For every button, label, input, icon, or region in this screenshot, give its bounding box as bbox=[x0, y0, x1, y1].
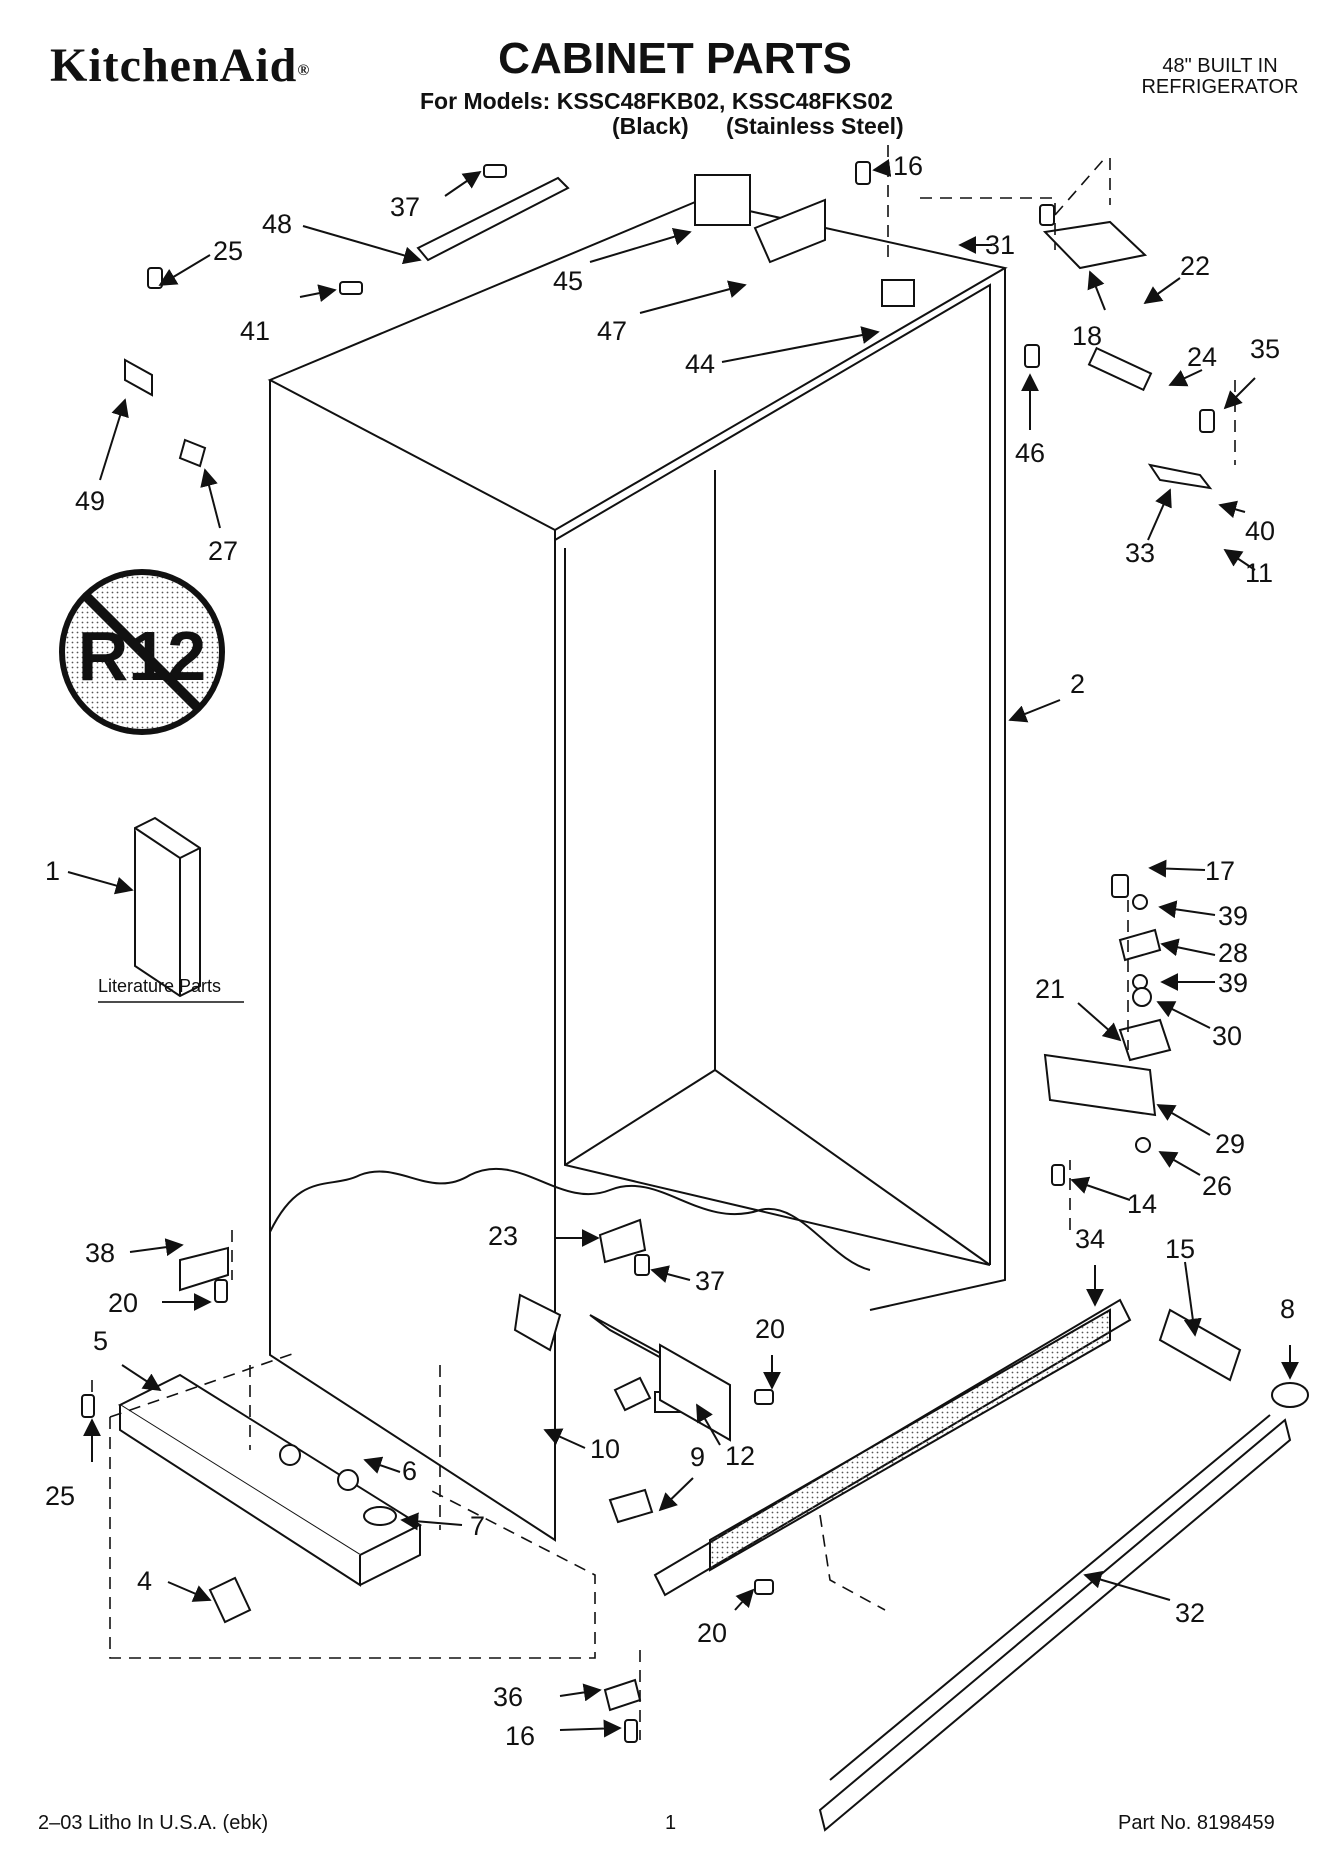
footer-page-number: 1 bbox=[665, 1812, 677, 1834]
callout-4: 4 bbox=[137, 1566, 152, 1596]
callout-26: 26 bbox=[1202, 1171, 1232, 1201]
top-hardware bbox=[124, 174, 1213, 490]
callout-48: 48 bbox=[262, 209, 292, 239]
lower-right-parts bbox=[653, 894, 1309, 1832]
callout-16-bottom: 16 bbox=[505, 1721, 535, 1751]
variant-black: (Black) bbox=[612, 113, 689, 139]
callout-49: 49 bbox=[75, 486, 105, 516]
callout-39-upper: 39 bbox=[1218, 901, 1248, 931]
callout-47: 47 bbox=[597, 316, 627, 346]
callout-35: 35 bbox=[1250, 334, 1280, 364]
callout-10: 10 bbox=[590, 1434, 620, 1464]
callout-22: 22 bbox=[1180, 251, 1210, 281]
registered-mark: ® bbox=[297, 62, 311, 79]
base-assembly bbox=[117, 1218, 731, 1712]
variant-stainless: (Stainless Steel) bbox=[726, 113, 904, 139]
callout-labels: 37 16 48 25 45 31 22 41 47 18 44 46 24 3… bbox=[45, 151, 1295, 1751]
cabinet-body bbox=[267, 198, 1008, 1542]
callout-6: 6 bbox=[402, 1456, 417, 1486]
callout-28: 28 bbox=[1218, 938, 1248, 968]
callout-25-lower: 25 bbox=[45, 1481, 75, 1511]
footer-litho: 2–03 Litho In U.S.A. (ebk) bbox=[38, 1812, 269, 1834]
callout-39-lower: 39 bbox=[1218, 968, 1248, 998]
callout-37-top: 37 bbox=[390, 192, 420, 222]
callout-21: 21 bbox=[1035, 974, 1065, 1004]
callout-20-bottom: 20 bbox=[697, 1618, 727, 1648]
callout-2: 2 bbox=[1070, 669, 1085, 699]
callout-33: 33 bbox=[1125, 538, 1155, 568]
callout-40: 40 bbox=[1245, 516, 1275, 546]
product-type: 48" BUILT IN REFRIGERATOR bbox=[1110, 56, 1330, 98]
callout-23: 23 bbox=[488, 1221, 518, 1251]
callout-24: 24 bbox=[1187, 342, 1217, 372]
literature-parts-label: Literature Parts bbox=[98, 976, 221, 996]
models-line: For Models: KSSC48FKB02, KSSC48FKS02 bbox=[420, 88, 893, 114]
callout-29: 29 bbox=[1215, 1129, 1245, 1159]
footer-part-number: Part No. 8198459 bbox=[1118, 1812, 1275, 1834]
page-title: CABINET PARTS bbox=[498, 34, 852, 83]
callout-15: 15 bbox=[1165, 1234, 1195, 1264]
callout-12: 12 bbox=[725, 1441, 755, 1471]
callout-25-top: 25 bbox=[213, 236, 243, 266]
brand-name: KitchenAid bbox=[50, 39, 298, 92]
callout-7: 7 bbox=[470, 1511, 485, 1541]
callout-9: 9 bbox=[690, 1442, 705, 1472]
callout-31: 31 bbox=[985, 230, 1015, 260]
callout-34: 34 bbox=[1075, 1224, 1105, 1254]
callout-20-left: 20 bbox=[108, 1288, 138, 1318]
callout-14: 14 bbox=[1127, 1189, 1157, 1219]
callout-18: 18 bbox=[1072, 321, 1102, 351]
callout-8: 8 bbox=[1280, 1294, 1295, 1324]
callout-30: 30 bbox=[1212, 1021, 1242, 1051]
dashed-lines bbox=[91, 145, 1236, 1740]
brand-logo: KitchenAid® bbox=[50, 38, 310, 93]
callout-36: 36 bbox=[493, 1682, 523, 1712]
r12-badge: R12 bbox=[59, 569, 225, 735]
product-line-2: REFRIGERATOR bbox=[1141, 76, 1299, 98]
callout-41: 41 bbox=[240, 316, 270, 346]
cutaway-edge bbox=[269, 1168, 871, 1271]
callout-38: 38 bbox=[85, 1238, 115, 1268]
callout-45: 45 bbox=[553, 266, 583, 296]
leader-arrows bbox=[67, 159, 1299, 1738]
callout-27: 27 bbox=[208, 536, 238, 566]
literature-booklet bbox=[134, 816, 201, 998]
callout-46: 46 bbox=[1015, 438, 1045, 468]
callout-11: 11 bbox=[1245, 558, 1273, 588]
callout-1: 1 bbox=[45, 856, 60, 886]
callout-20-mid: 20 bbox=[755, 1314, 785, 1344]
callout-17: 17 bbox=[1205, 856, 1235, 886]
callout-44: 44 bbox=[685, 349, 715, 379]
product-line-1: 48" BUILT IN bbox=[1162, 55, 1278, 77]
callout-5: 5 bbox=[93, 1326, 108, 1356]
callout-32: 32 bbox=[1175, 1598, 1205, 1628]
callout-16-top: 16 bbox=[893, 151, 923, 181]
callout-37-lower: 37 bbox=[695, 1266, 725, 1296]
